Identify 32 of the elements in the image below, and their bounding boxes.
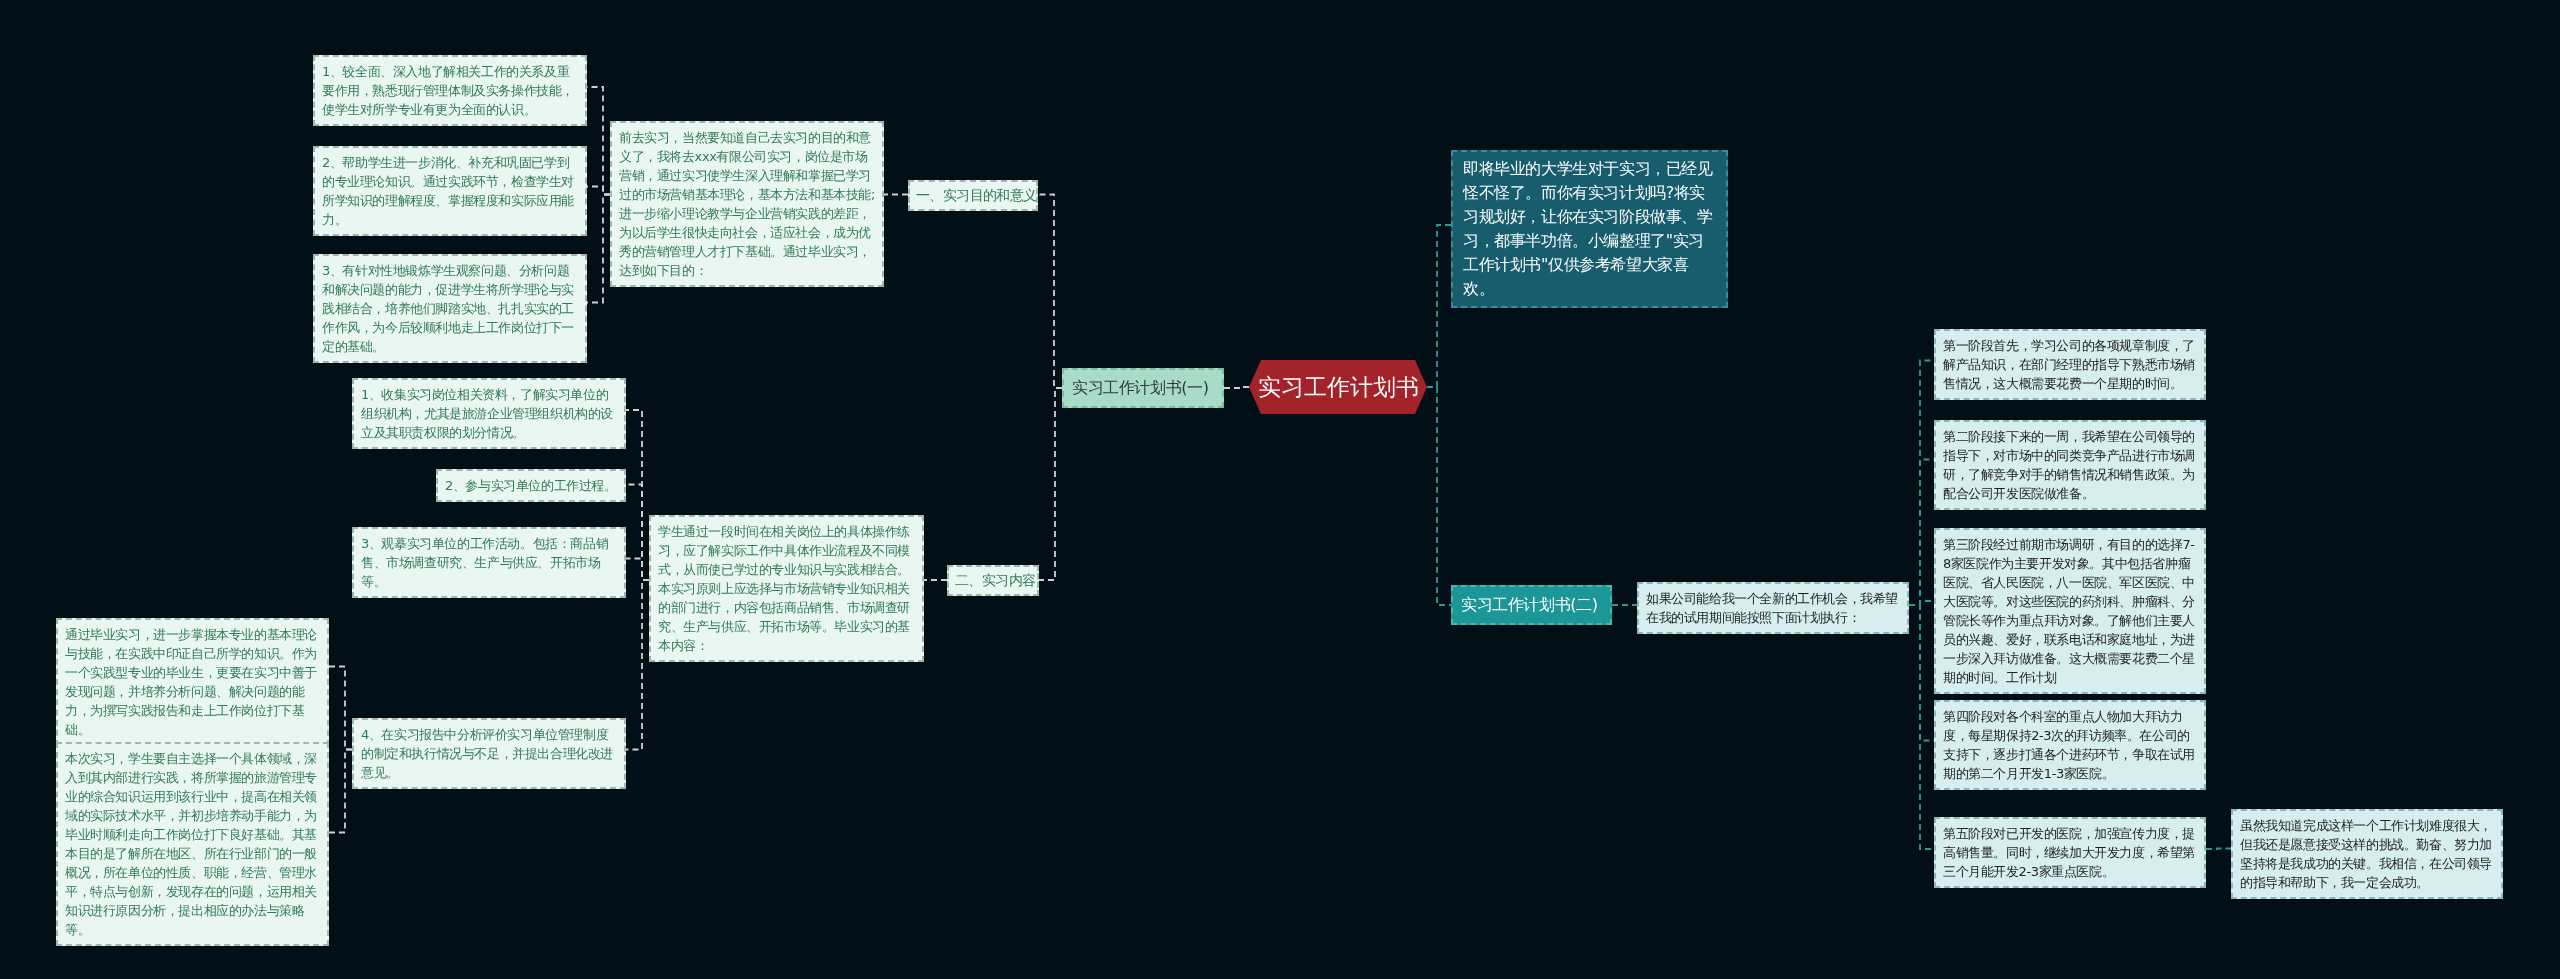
text-box: 二、实习内容: [947, 565, 1039, 596]
intro-text-box: 即将毕业的大学生对于实习，已经见怪不怪了。而你有实习计划吗?将实习规划好，让你在实习阶段做事、学习，都事半功倍。小编整理了"实习工作计划书"仅供参考希望大家喜欢。: [1451, 150, 1728, 308]
text-box: 本次实习，学生要自主选择一个具体领域，深入到其内部进行实践，将所掌握的旅游管理专业的综合知识运用到该行业中，提高在相关领域的实际技术水平，并初步培养动手能力，为毕业时顺利走向工作岗位打下良好基础。其基本目的是了解所在地区、所在行业部门的一般概况，所在单位的性质、职能，经营、管理水平，特点与创新，发现存在的问题，运用相关知识进行原因分析，提出相应的办法与策略等。: [56, 742, 329, 946]
text-box: 第三阶段经过前期市场调研，有目的的选择7-8家医院作为主要开发对象。其中包括省肿瘤医院、省人民医院，八一医院、军区医院、中大医院等。对这些医院的药剂科、肿瘤科、分管院长等作为重点拜访对象。了解他们主要人员的兴趣、爱好，联系电话和家庭地址，为进一步深入拜访做准备。这大概需要花费二个星期的时间。工作计划: [1934, 528, 2206, 694]
text-box: 前去实习，当然要知道自己去实习的目的和意义了，我将去xxx有限公司实习，岗位是市场营销，通过实习使学生深入理解和掌握已学习过的市场营销基本理论，基本方法和基本技能;进一步缩小理论教学与企业营销实践的差距，为以后学生很快走向社会，适应社会，成为优秀的营销管理人才打下基础。通过毕业实习，达到如下目的：: [610, 121, 884, 287]
connector-line: [625, 579, 650, 751]
connector-line: [1611, 604, 1638, 606]
connector-line: [923, 579, 948, 581]
connector-line: [328, 748, 353, 834]
text-box: 2、帮助学生进一步消化、补充和巩固已学到的专业理论知识。通过实践环节，检查学生对所学知识的理解程度、掌握程度和实际应用能力。: [313, 146, 587, 236]
text-box: 学生通过一段时间在相关岗位上的具体操作练习，应了解实际工作中具体作业流程及不同模式，从而使已学过的专业知识与实践相结合。本实习原则上应选择与市场营销专业知识相关的部门进行，内容包括商品销售、市场调查研究、生产与供应、开拓市场等。毕业实习的基本内容：: [649, 515, 924, 662]
text-box: 2、参与实习单位的工作过程。: [436, 469, 626, 502]
text-box: 第一阶段首先，学习公司的各项规章制度，了解产品知识，在部门经理的指导下熟悉市场销售情况，这大概需要花费一个星期的时间。: [1934, 329, 2206, 400]
text-box: 3、有针对性地锻炼学生观察问题、分析问题和解决问题的能力，促进学生将所学理论与实践相结合，培养他们脚踏实地、扎扎实实的工作作风，为今后较顺利地走上工作岗位打下一定的基础。: [313, 254, 587, 363]
text-box: 第五阶段对已开发的医院，加强宣传力度，提高销售量。同时，继续加大开发力度，希望第三个月能开发2-3家重点医院。: [1934, 817, 2206, 888]
branch-topic: 实习工作计划书(二): [1451, 585, 1612, 625]
text-box: 4、在实习报告中分析评价实习单位管理制度的制定和执行情况与不足，并提出合理化改进意见。: [352, 718, 626, 789]
text-box: 3、观摹实习单位的工作活动。包括：商品销售、市场调查研究、生产与供应、开拓市场等。: [352, 527, 626, 598]
connector-line: [2205, 847, 2232, 850]
connector-line: [1038, 387, 1063, 581]
text-box: 1、较全面、深入地了解相关工作的关系及重要作用，熟悉现行管理体制及实务操作技能，使学生对所学专业有更为全面的认识。: [313, 55, 587, 126]
text-box: 第四阶段对各个科室的重点人物加大拜访力度，每星期保持2-3次的拜访频率。在公司的支持下，逐步打通各个进药环节，争取在试用期的第二个月开发1-3家医院。: [1934, 700, 2206, 790]
text-box: 一、实习目的和意义: [908, 180, 1038, 211]
text-box: 虽然我知道完成这样一个工作计划难度很大，但我还是愿意接受这样的挑战。勤奋、努力加坚持将是我成功的关键。我相信，在公司领导的指导和帮助下，我一定会成功。: [2231, 809, 2503, 899]
central-topic: 实习工作计划书: [1249, 360, 1427, 414]
branch-topic: 实习工作计划书(一): [1062, 368, 1224, 408]
connector-line: [883, 193, 909, 196]
text-box: 如果公司能给我一个全新的工作机会，我希望在我的试用期间能按照下面计划执行：: [1637, 582, 1909, 634]
text-box: 1、收集实习岗位相关资料，了解实习单位的组织机构，尤其是旅游企业管理组织机构的设立及其职责权限的划分情况。: [352, 378, 626, 449]
connector-line: [1223, 386, 1250, 389]
connector-line: [1426, 386, 1452, 606]
text-box: 第二阶段接下来的一周，我希望在公司领导的指导下，对市场中的同类竞争产品进行市场调研，了解竞争对手的销售情况和销售政策。为配合公司开发医院做准备。: [1934, 420, 2206, 510]
